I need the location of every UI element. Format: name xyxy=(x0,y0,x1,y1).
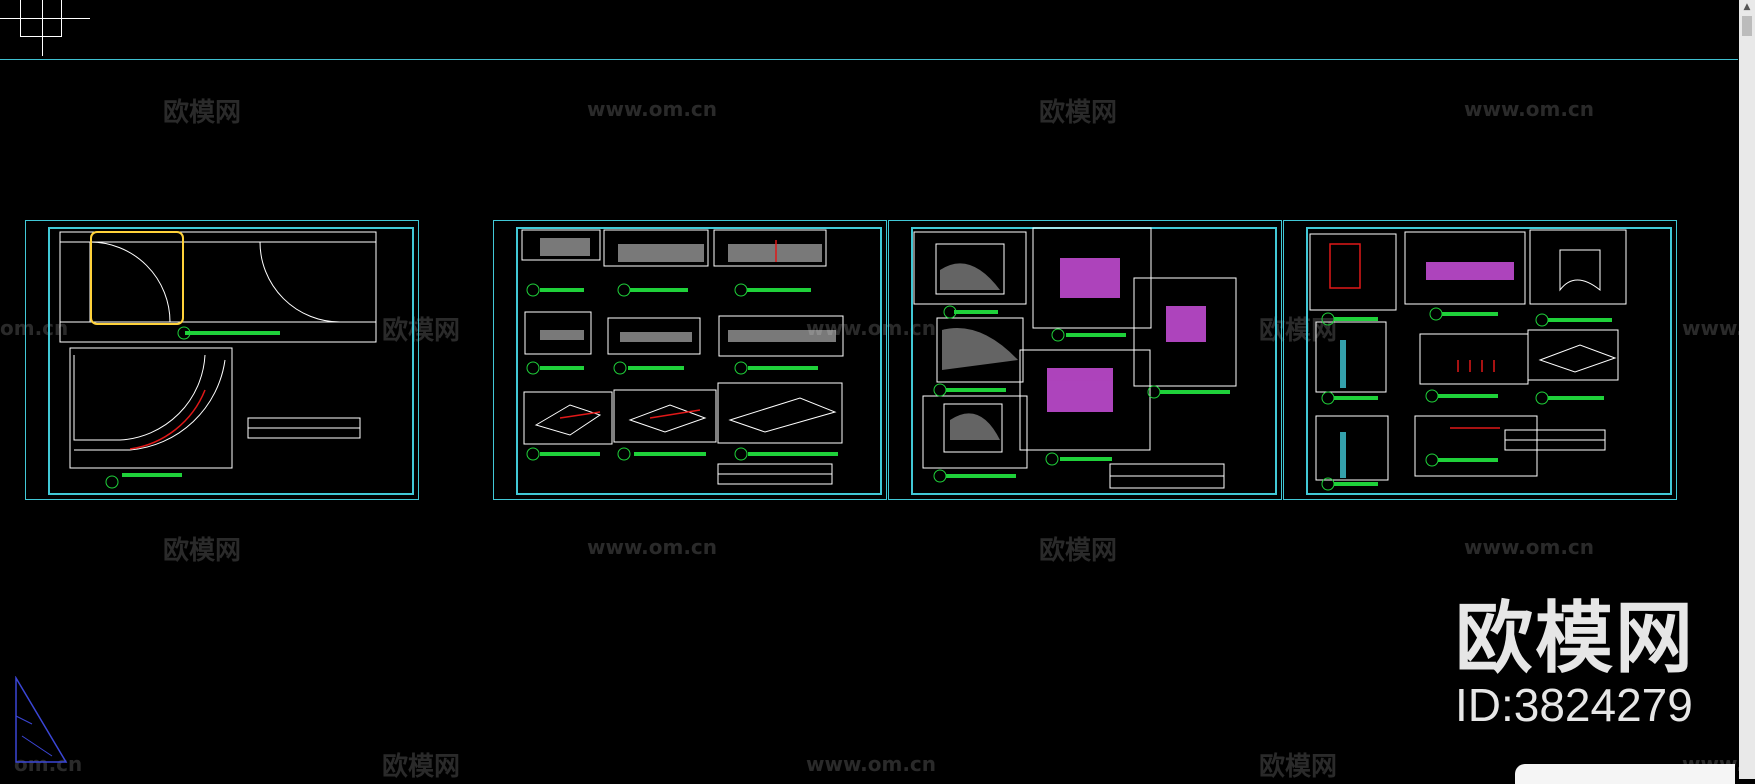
viewport-top-boundary xyxy=(0,59,1738,60)
scrollbar-thumb[interactable] xyxy=(1742,16,1752,36)
drawing-sheet-1[interactable] xyxy=(25,220,419,500)
watermark-id: ID:3824279 xyxy=(1454,679,1693,731)
watermark-url: www.om.cn xyxy=(806,752,937,776)
drawing-sheet-2[interactable] xyxy=(493,220,887,500)
watermark-brand: 欧模网 xyxy=(382,752,461,782)
watermark-brand: 欧模网 xyxy=(1039,536,1118,566)
drawing-sheet-4[interactable] xyxy=(1283,220,1677,500)
watermark-brand: 欧模网 xyxy=(382,316,461,346)
watermark-url: www.om.cn xyxy=(587,97,718,121)
bottom-notification-tab[interactable] xyxy=(1515,764,1735,784)
ucs-triangle-icon xyxy=(15,676,68,763)
watermark-brand: 欧模网 xyxy=(1259,316,1338,346)
watermark-brand: 欧模网 xyxy=(163,536,242,566)
watermark-url: om.cn xyxy=(14,752,83,776)
vertical-scrollbar[interactable]: ▲ xyxy=(1739,0,1755,779)
watermark-brand-large: 欧模网 xyxy=(1454,594,1695,682)
watermark-url: om.cn xyxy=(0,316,69,340)
watermark-brand: 欧模网 xyxy=(1039,98,1118,128)
watermark-url: www.om.cn xyxy=(587,535,718,559)
watermark-badge: 欧模网 ID:3824279 xyxy=(1455,598,1695,732)
watermark-url: www.om.cn xyxy=(1464,535,1595,559)
scroll-up-arrow-icon[interactable]: ▲ xyxy=(1743,2,1751,12)
watermark-brand: 欧模网 xyxy=(1259,752,1338,782)
watermark-url: www.om.cn xyxy=(1464,97,1595,121)
watermark-brand: 欧模网 xyxy=(163,98,242,128)
